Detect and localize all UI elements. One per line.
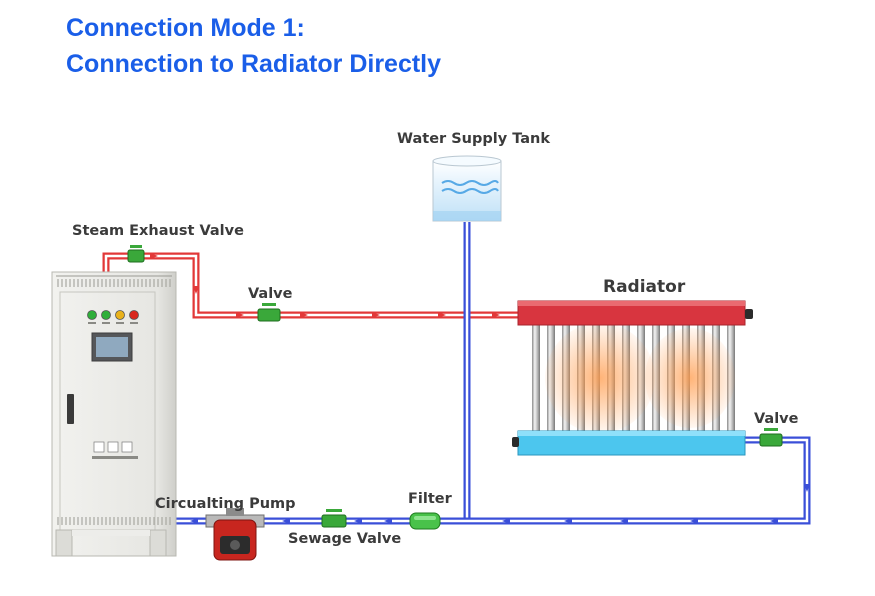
steam-exhaust-valve-label: Steam Exhaust Valve xyxy=(72,223,244,239)
filter xyxy=(409,512,441,530)
water-supply-tank-label: Water Supply Tank xyxy=(397,131,550,147)
supply-flow-arrows xyxy=(150,253,500,318)
page-title-line-1: Connection Mode 1: xyxy=(66,14,305,42)
water-supply-tank xyxy=(432,155,502,222)
circulating-pump xyxy=(205,508,265,561)
nameplate-icons xyxy=(92,441,138,459)
control-screen xyxy=(91,332,133,362)
radiator-label: Radiator xyxy=(603,277,686,297)
return-valve xyxy=(759,428,783,447)
green-indicator-light xyxy=(101,310,111,320)
red-indicator-light xyxy=(129,310,139,320)
sewage-valve-label: Sewage Valve xyxy=(288,531,402,547)
green-indicator-light xyxy=(87,310,97,320)
steam-exhaust-valve xyxy=(127,245,145,263)
yellow-indicator-light xyxy=(115,310,125,320)
return-valve-label: Valve xyxy=(754,411,799,427)
circulating-pump-label: Circualting Pump xyxy=(155,496,296,512)
filter-label: Filter xyxy=(408,491,452,507)
return-flow-arrows xyxy=(190,484,810,524)
bottom-vent-grille xyxy=(57,517,171,525)
top-vent-grille xyxy=(57,279,171,287)
sewage-valve xyxy=(321,509,347,528)
supply-valve-label: Valve xyxy=(248,286,293,302)
boiler-cabinet xyxy=(51,271,177,557)
page-title-line-2: Connection to Radiator Directly xyxy=(66,50,442,78)
supply-valve xyxy=(257,303,281,322)
door-handle xyxy=(67,394,74,424)
radiator xyxy=(512,300,753,456)
